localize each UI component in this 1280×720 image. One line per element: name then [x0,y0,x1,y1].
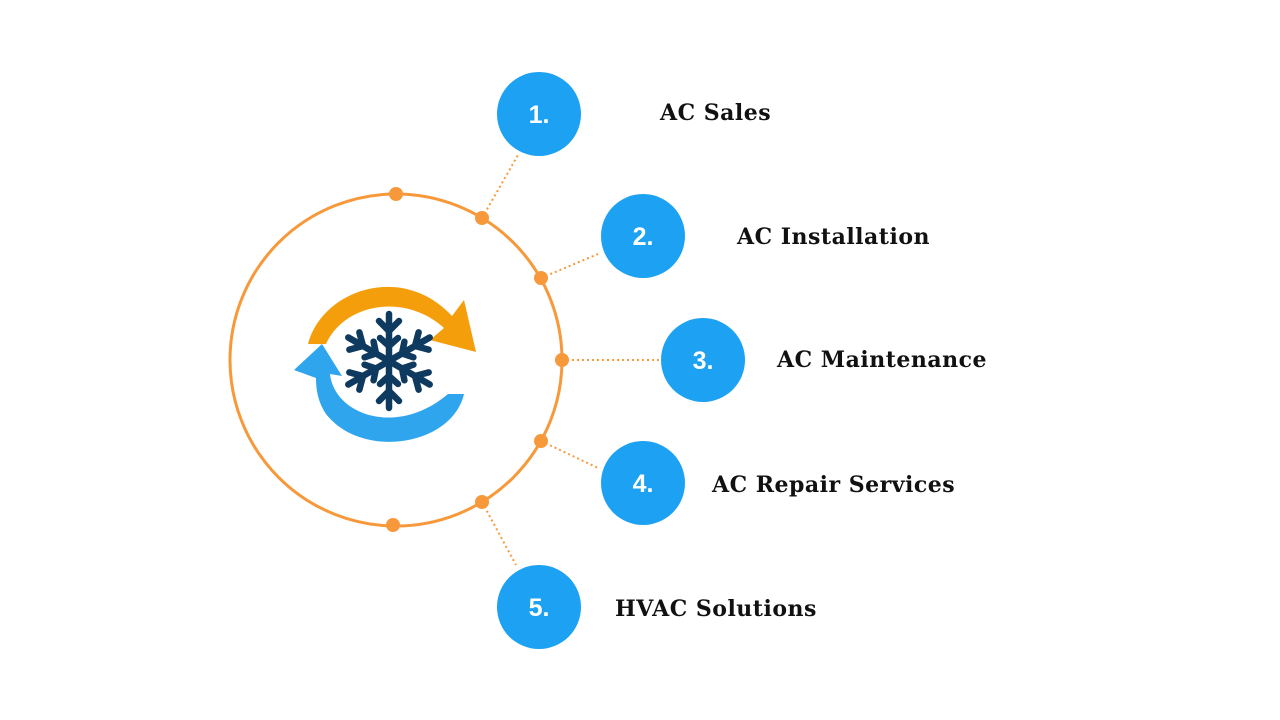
service-item-2: 2. AC Installation [601,194,930,278]
service-number: 2. [633,223,654,251]
number-badge [661,318,745,402]
service-item-5: 5. HVAC Solutions [497,565,817,649]
connector-5 [481,501,517,566]
blue-cycle-arrow [294,344,464,442]
service-label: AC Installation [736,224,930,250]
connector-dot-4 [534,434,548,448]
ring-dot-bottom [386,518,400,532]
connector-dot-1 [475,211,489,225]
service-item-4: 4. AC Repair Services [601,441,955,525]
connector-2 [540,253,599,279]
snowflake-icon [343,310,434,408]
number-badge [497,565,581,649]
service-label: AC Maintenance [776,347,987,373]
connector-dot-3 [555,353,569,367]
service-label: AC Repair Services [711,472,955,498]
connectors [475,154,660,566]
number-badge [601,441,685,525]
connector-4 [540,440,599,469]
service-label: AC Sales [659,100,771,126]
service-label: HVAC Solutions [615,596,817,622]
connector-1 [481,154,519,219]
service-number: 1. [529,101,550,129]
orange-cycle-arrow [308,286,476,352]
service-number: 3. [693,347,714,375]
service-item-3: 3. AC Maintenance [661,318,987,402]
service-number: 4. [633,470,654,498]
service-number: 5. [529,594,550,622]
number-badge [601,194,685,278]
ring-dot-top [389,187,403,201]
connector-dot-2 [534,271,548,285]
number-badge [497,72,581,156]
service-item-1: 1. AC Sales [497,72,771,156]
connector-dot-5 [475,495,489,509]
ac-cycle-snowflake-icon [294,286,476,442]
